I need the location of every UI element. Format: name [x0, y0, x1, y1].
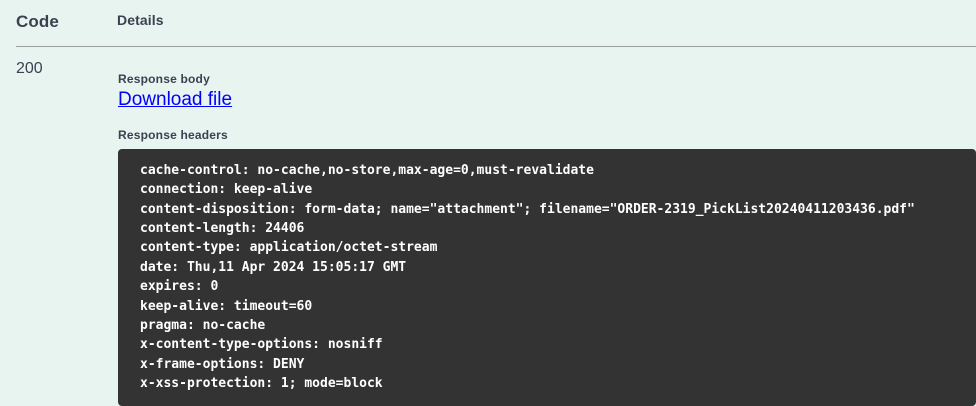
- response-body-label: Response body: [118, 72, 210, 86]
- response-headers-block: cache-control: no-cache,no-store,max-age…: [118, 148, 976, 406]
- response-headers-label: Response headers: [118, 127, 228, 142]
- table-header-divider: [16, 46, 976, 47]
- download-file-link[interactable]: Download file: [118, 89, 233, 110]
- status-code-cell: 200: [0, 59, 117, 406]
- response-details-cell: Response body Download file Response hea…: [117, 59, 976, 406]
- column-header-code: Code: [16, 12, 59, 31]
- column-header-details-cell: Details: [117, 12, 976, 32]
- status-code: 200: [16, 60, 43, 77]
- responses-table-header: Code Details: [0, 0, 976, 32]
- column-header-details: Details: [117, 12, 164, 28]
- column-header-code-cell: Code: [0, 12, 117, 32]
- table-row: 200 Response body Download file Response…: [0, 47, 976, 406]
- response-headers-text: cache-control: no-cache,no-store,max-age…: [140, 162, 915, 392]
